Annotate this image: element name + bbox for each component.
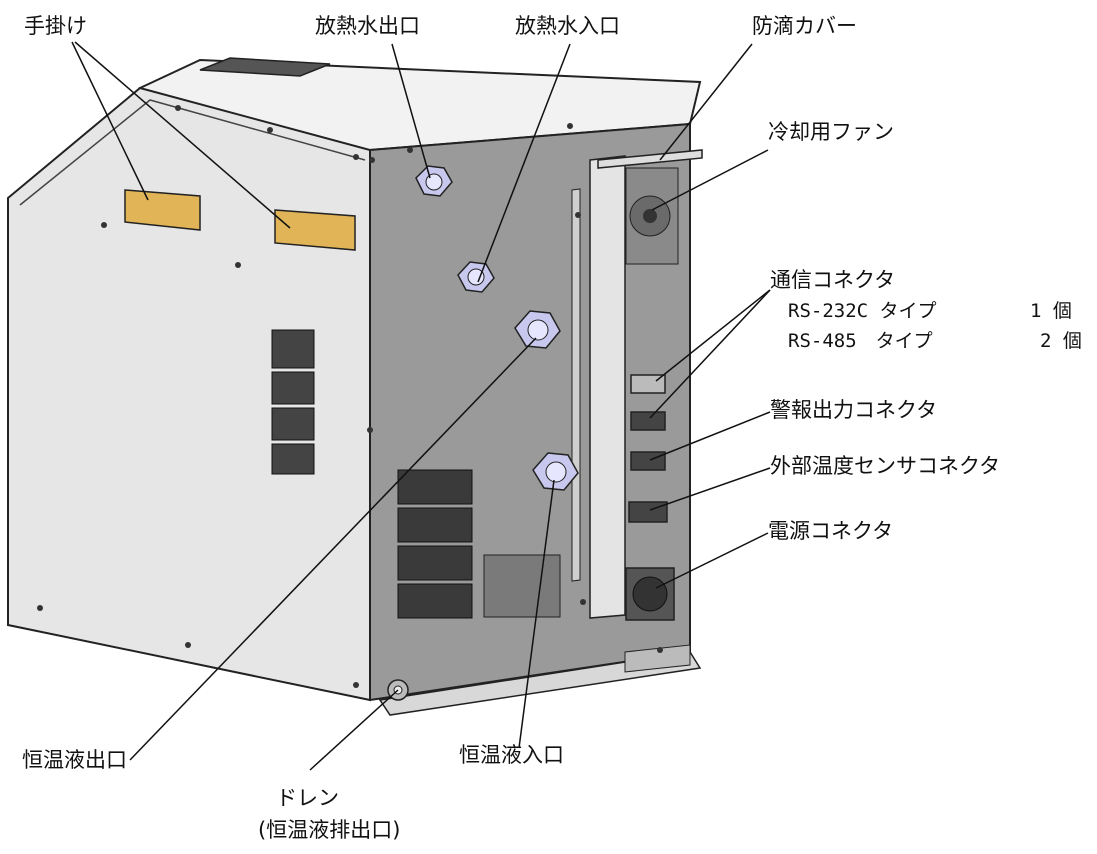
leader-handle-left <box>71 41 149 201</box>
leader-power-connector <box>655 532 769 589</box>
top-handle-bar <box>199 57 331 77</box>
base-foot <box>624 644 691 673</box>
leader-comm-connector-1 <box>655 289 771 382</box>
alarm-connector <box>630 451 666 471</box>
label-plate <box>483 554 561 618</box>
label-handle: 手掛け <box>24 14 87 38</box>
label-drip-cover: 防滴カバー <box>752 14 857 38</box>
leader-drain <box>309 689 399 771</box>
vertical-rail <box>571 188 581 582</box>
leader-ext-temp-connector <box>649 467 771 511</box>
heat-water-outlet-fitting <box>415 165 453 197</box>
label-fluid-outlet: 恒温液出口 <box>22 748 127 772</box>
leader-alarm-connector <box>649 411 771 461</box>
screws <box>37 105 663 688</box>
leader-comm-connector-2 <box>649 289 771 419</box>
drip-cover <box>597 149 703 169</box>
label-drain-note: (恒温液排出口) <box>258 818 401 842</box>
side-panel-edge <box>19 99 366 206</box>
label-fluid-inlet: 恒温液入口 <box>459 743 564 767</box>
comm-connector-1 <box>630 374 666 394</box>
handle-left <box>124 189 201 231</box>
label-cooling-fan: 冷却用ファン <box>768 120 894 144</box>
leader-cooling-fan <box>651 149 769 211</box>
label-heat-water-inlet: 放熱水入口 <box>515 14 620 38</box>
leader-heat-water-inlet <box>477 43 571 283</box>
leader-drip-cover <box>659 43 753 161</box>
leader-fluid-outlet <box>129 337 537 761</box>
label-rs232c-type: RS-232C タイプ <box>788 300 937 322</box>
fluid-inlet-fitting <box>532 452 579 491</box>
label-rs485-type: RS-485 タイプ <box>788 330 933 352</box>
fan-column <box>589 155 626 619</box>
comm-connector-2 <box>630 411 666 431</box>
label-power-connector: 電源コネクタ <box>768 519 894 543</box>
side-panel <box>7 86 371 702</box>
leader-heat-water-outlet <box>391 43 431 179</box>
label-comm-connector: 通信コネクタ <box>770 268 896 292</box>
power-connector <box>625 567 675 621</box>
leader-fluid-inlet <box>518 479 555 749</box>
leader-handle-right <box>74 41 291 229</box>
label-rs232c-qty: 1 個 <box>1030 300 1072 322</box>
back-vents <box>397 469 473 619</box>
fluid-outlet-fitting <box>514 310 561 349</box>
handle-right <box>274 209 356 251</box>
label-alarm-connector: 警報出力コネクタ <box>770 398 938 422</box>
label-ext-temp-sensor-connector: 外部温度センサコネクタ <box>770 454 1001 478</box>
heat-water-inlet-fitting <box>457 261 495 293</box>
side-vents <box>271 329 315 475</box>
label-drain: ドレン <box>276 786 339 810</box>
label-heat-water-outlet: 放熱水出口 <box>315 14 420 38</box>
cooling-fan <box>625 167 679 265</box>
label-rs485-qty: 2 個 <box>1040 330 1082 352</box>
base <box>378 651 702 716</box>
ext-temp-connector <box>628 501 668 523</box>
